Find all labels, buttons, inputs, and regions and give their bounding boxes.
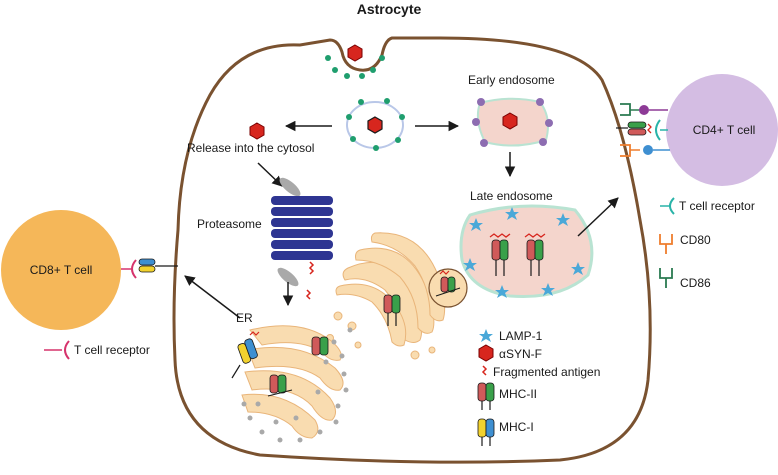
fragmented-antigen-icon [305,289,312,300]
cd8-t-cell-label: CD8+ T cell [30,263,93,277]
arrow-to-proteasome [257,162,283,187]
fragment-legend-label: Fragmented antigen [493,365,600,379]
mhc-i-icon [477,418,495,446]
page-title: Astrocyte [357,1,422,17]
tcr-left-legend-icon [64,340,70,360]
released-asyn-icon [249,122,265,140]
ribosome-dots [241,327,353,443]
tcr-right-legend-icon [669,197,675,215]
endocytic-vesicle [346,98,405,151]
mhc-i-on-er [231,331,260,379]
transport-vesicle [428,268,468,308]
mhc-ii-on-golgi [383,294,401,326]
tcr-right-legend-label: T cell receptor [679,199,755,213]
cd86-legend-icon [659,268,673,288]
cd4-t-cell-label: CD4+ T cell [693,123,756,137]
mhc2-legend-label: MHC-II [499,387,537,401]
release-label: Release into the cytosol [187,141,314,155]
tcr-left-legend-label: T cell receptor [74,343,150,357]
cd80-legend-icon [659,234,673,254]
endoplasmic-reticulum [241,325,344,439]
lamp1-legend-label: LAMP-1 [499,329,543,343]
early-endosome [472,97,553,147]
membrane-receptor-dots [325,55,385,79]
cd80-legend-label: CD80 [680,233,711,247]
proteasome [271,177,333,287]
cd8-t-cell [1,210,121,330]
fragment-squiggle-icon [481,365,488,376]
late-endosome-label: Late endosome [470,189,553,203]
inner-legend: LAMP-1 αSYN-F Fragmented antigen MHC-II … [477,329,600,446]
late-endosome [459,204,594,299]
cd4-synapse [616,103,670,157]
cd4-t-cell [666,74,778,186]
mhc-ii-in-endosome [489,233,546,276]
asyn-hex-icon [478,344,494,362]
asyn-legend-label: αSYN-F [499,347,542,361]
er-label: ER [236,311,253,325]
proteasome-label: Proteasome [197,217,262,231]
right-legend: T cell receptor CD80 CD86 [659,197,755,290]
mhc-ii-icon [477,382,495,410]
asyn-fibril-icon [347,44,363,62]
mhc-ii-on-er [267,336,329,397]
lamp1-star-icon [479,329,493,342]
early-endosome-label: Early endosome [468,73,555,87]
arrow-to-surface [577,197,619,237]
mhc1-legend-label: MHC-I [499,420,534,434]
arrow-er-to-surface [184,275,241,319]
cd8-mhc-i-synapse [121,258,178,279]
cd86-legend-label: CD86 [680,276,711,290]
